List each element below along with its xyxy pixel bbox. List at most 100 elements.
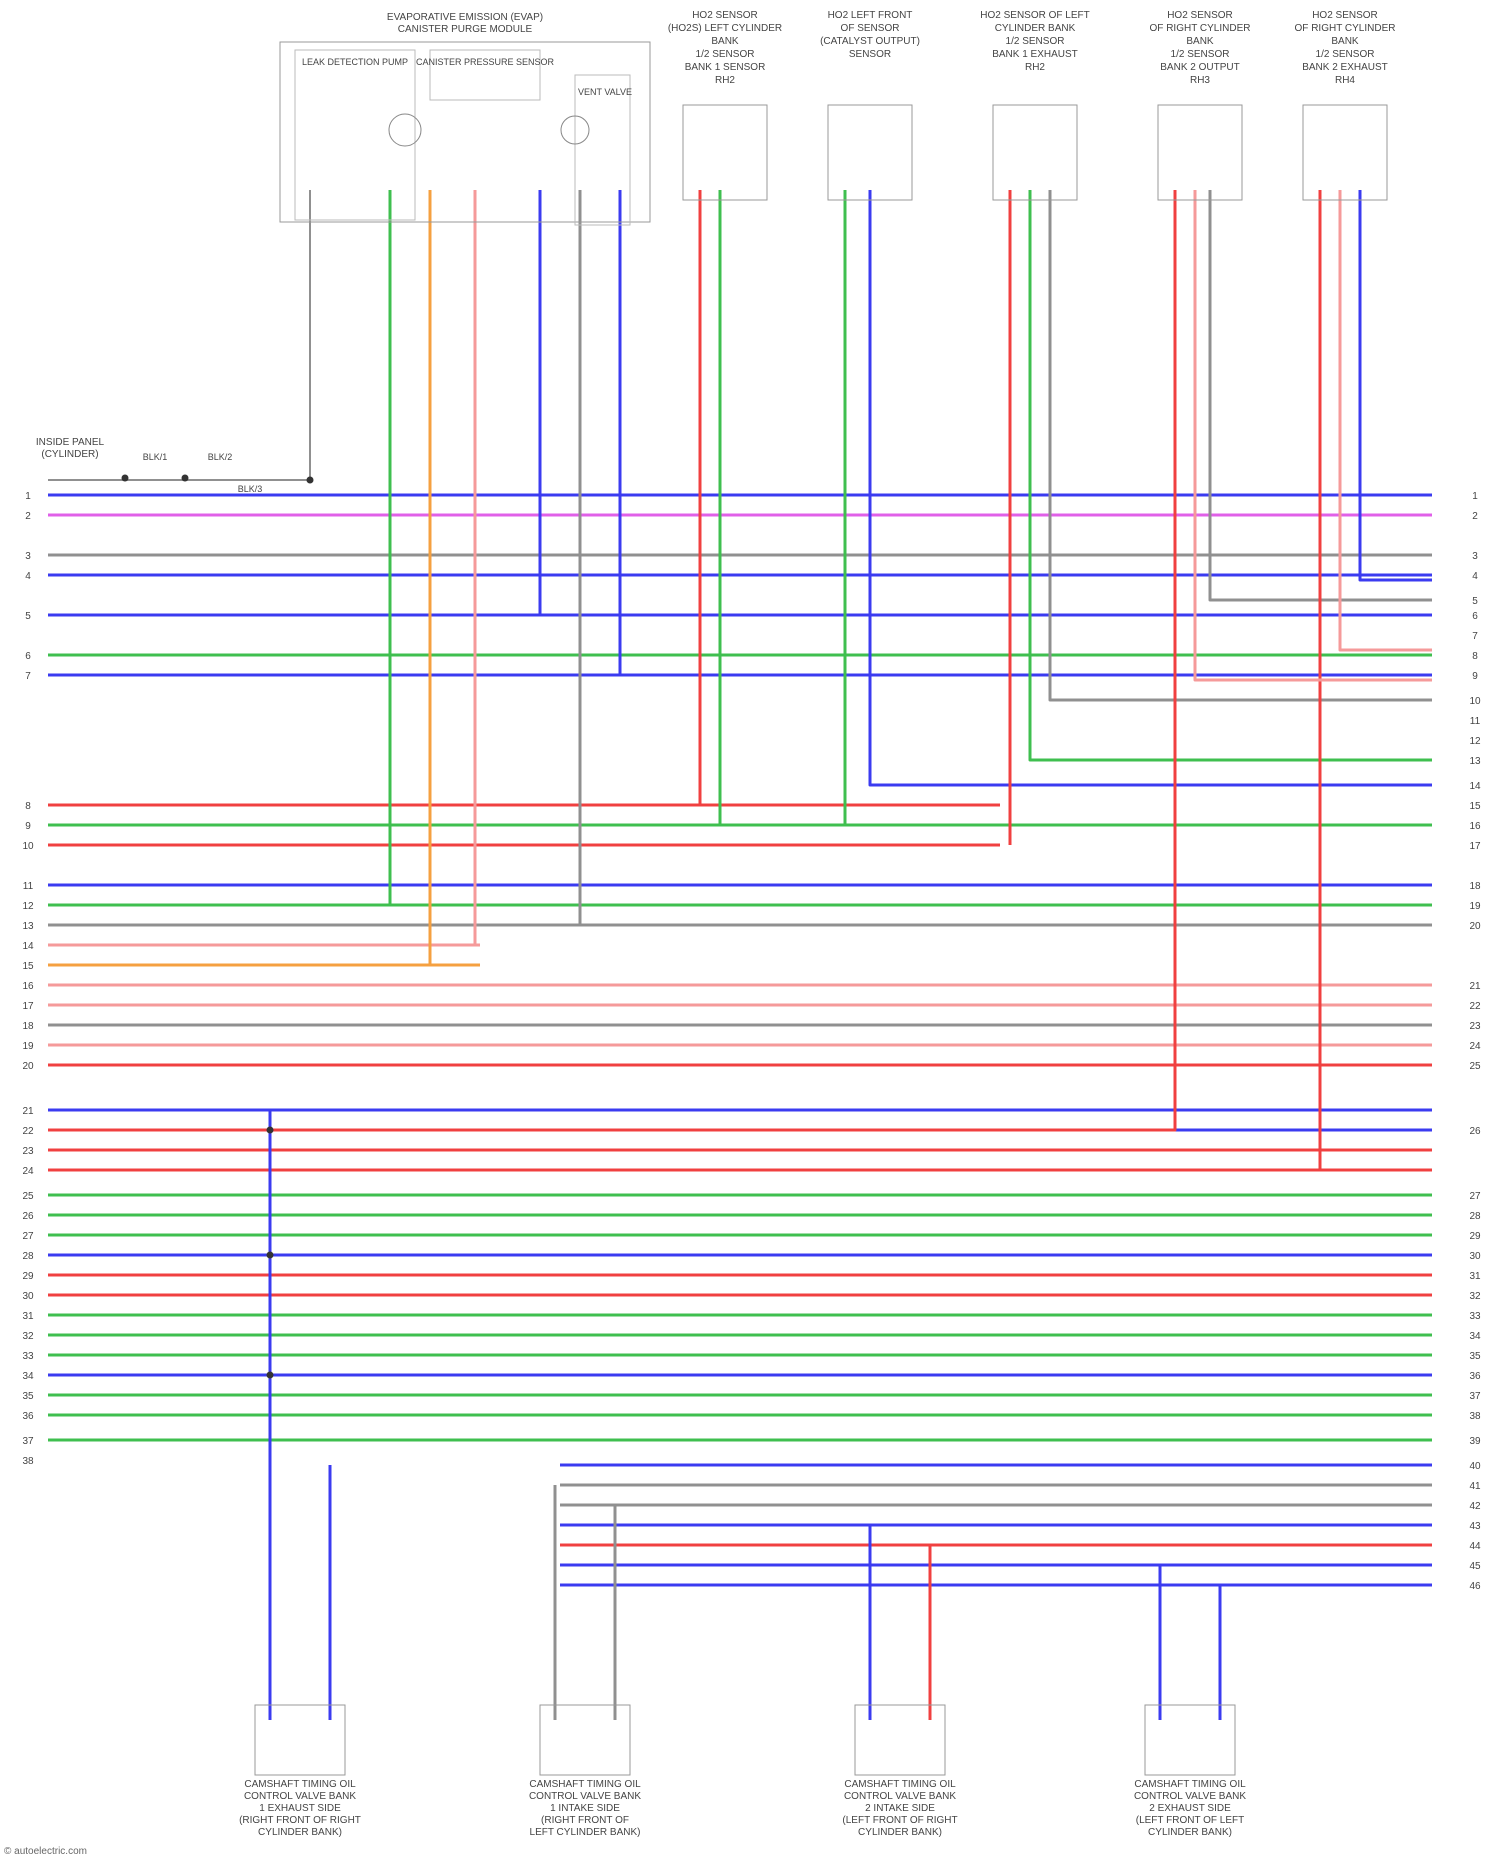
left-pin-number: 13 bbox=[22, 921, 34, 932]
right-pin-number: 10 bbox=[1469, 696, 1481, 707]
camshaft-valve-label: CONTROL VALVE BANK bbox=[1134, 1791, 1246, 1802]
camshaft-valve-label: (LEFT FRONT OF RIGHT bbox=[842, 1815, 957, 1826]
left-pin-number: 1 bbox=[25, 491, 31, 502]
ho2-sensor-2 bbox=[828, 105, 912, 200]
canister-pressure-sensor-label: CANISTER PRESSURE SENSOR bbox=[416, 57, 555, 67]
ho2-sensor-label: OF RIGHT CYLINDER bbox=[1295, 23, 1396, 34]
camshaft-valve-label: CYLINDER BANK) bbox=[858, 1827, 942, 1838]
camshaft-valve-label: CONTROL VALVE BANK bbox=[244, 1791, 356, 1802]
left-pin-number: 28 bbox=[22, 1251, 34, 1262]
ho2-sensor-label: (HO2S) LEFT CYLINDER bbox=[668, 23, 782, 34]
sensor-wire bbox=[1360, 190, 1432, 580]
ho2-sensor-label: RH2 bbox=[715, 75, 735, 86]
left-pin-number: 8 bbox=[25, 801, 31, 812]
ho2-sensor-label: HO2 LEFT FRONT bbox=[828, 10, 913, 21]
left-pin-number: 6 bbox=[25, 651, 31, 662]
ho2-sensor-label: RH2 bbox=[1025, 62, 1045, 73]
camshaft-valve-label: CONTROL VALVE BANK bbox=[844, 1791, 956, 1802]
leak-detection-pump-label: LEAK DETECTION PUMP bbox=[302, 57, 408, 67]
left-pin-number: 37 bbox=[22, 1436, 34, 1447]
left-pin-number: 27 bbox=[22, 1231, 34, 1242]
camshaft-valve-label: CYLINDER BANK) bbox=[1148, 1827, 1232, 1838]
left-pin-number: 24 bbox=[22, 1166, 34, 1177]
splice-dot bbox=[267, 1372, 274, 1379]
left-pin-number: 23 bbox=[22, 1146, 34, 1157]
right-pin-number: 16 bbox=[1469, 821, 1481, 832]
ground-label: INSIDE PANEL bbox=[36, 437, 105, 448]
ho2-sensor-label: RH3 bbox=[1190, 75, 1210, 86]
right-pin-number: 42 bbox=[1469, 1501, 1481, 1512]
left-pin-number: 21 bbox=[22, 1106, 34, 1117]
splice-dot bbox=[182, 475, 189, 482]
ho2-sensor-label: 1/2 SENSOR bbox=[1006, 36, 1065, 47]
ho2-sensor-label: CYLINDER BANK bbox=[995, 23, 1076, 34]
right-pin-number: 9 bbox=[1472, 671, 1478, 682]
ho2-sensor-label: HO2 SENSOR OF LEFT bbox=[980, 10, 1089, 21]
right-pin-number: 32 bbox=[1469, 1291, 1481, 1302]
right-pin-number: 33 bbox=[1469, 1311, 1481, 1322]
left-pin-number: 18 bbox=[22, 1021, 34, 1032]
ho2-sensor-label: BANK bbox=[1331, 36, 1359, 47]
left-pin-number: 32 bbox=[22, 1331, 34, 1342]
left-pin-number: 16 bbox=[22, 981, 34, 992]
vent-valve-label: VENT VALVE bbox=[578, 87, 632, 97]
camshaft-valve-label: CYLINDER BANK) bbox=[258, 1827, 342, 1838]
camshaft-valve-label: 2 EXHAUST SIDE bbox=[1149, 1803, 1231, 1814]
right-pin-number: 38 bbox=[1469, 1411, 1481, 1422]
right-pin-number: 21 bbox=[1469, 981, 1481, 992]
right-pin-number: 7 bbox=[1472, 631, 1478, 642]
ho2-sensor-label: BANK 2 EXHAUST bbox=[1302, 62, 1388, 73]
right-pin-number: 1 bbox=[1472, 491, 1478, 502]
right-pin-number: 41 bbox=[1469, 1481, 1481, 1492]
right-pin-number: 34 bbox=[1469, 1331, 1481, 1342]
left-pin-number: 17 bbox=[22, 1001, 34, 1012]
ho2-sensor-label: OF RIGHT CYLINDER bbox=[1150, 23, 1251, 34]
right-pin-number: 27 bbox=[1469, 1191, 1481, 1202]
left-pin-number: 7 bbox=[25, 671, 31, 682]
splice-dot bbox=[267, 1127, 274, 1134]
component-layer bbox=[122, 42, 1388, 1775]
credit-text: © autoelectric.com bbox=[4, 1846, 87, 1857]
ho2-sensor-label: BANK 1 EXHAUST bbox=[992, 49, 1078, 60]
right-pin-number: 44 bbox=[1469, 1541, 1481, 1552]
camshaft-valve-label: CAMSHAFT TIMING OIL bbox=[529, 1779, 641, 1790]
right-pin-number: 43 bbox=[1469, 1521, 1481, 1532]
right-pin-number: 45 bbox=[1469, 1561, 1481, 1572]
ho2-sensor-label: BANK bbox=[1186, 36, 1214, 47]
right-pin-number: 29 bbox=[1469, 1231, 1481, 1242]
left-pin-number: 35 bbox=[22, 1391, 34, 1402]
right-pin-number: 2 bbox=[1472, 511, 1478, 522]
right-pin-number: 23 bbox=[1469, 1021, 1481, 1032]
left-pin-number: 26 bbox=[22, 1211, 34, 1222]
left-pin-number: 10 bbox=[22, 841, 34, 852]
ho2-sensor-4 bbox=[1158, 105, 1242, 200]
right-pin-number: 20 bbox=[1469, 921, 1481, 932]
splice-dot bbox=[122, 475, 129, 482]
wire-layer bbox=[48, 190, 1432, 1720]
left-pin-number: 30 bbox=[22, 1291, 34, 1302]
right-pin-number: 25 bbox=[1469, 1061, 1481, 1072]
right-pin-number: 18 bbox=[1469, 881, 1481, 892]
left-pin-number: 4 bbox=[25, 571, 31, 582]
ho2-sensor-label: (CATALYST OUTPUT) bbox=[820, 36, 920, 47]
sensor-wire bbox=[1195, 190, 1432, 680]
right-pin-number: 11 bbox=[1470, 716, 1481, 727]
right-pin-number: 22 bbox=[1469, 1001, 1481, 1012]
camshaft-valve-label: 1 EXHAUST SIDE bbox=[259, 1803, 341, 1814]
ground-label: (CYLINDER) bbox=[41, 449, 98, 460]
right-pin-number: 26 bbox=[1469, 1126, 1481, 1137]
sensor-wire bbox=[1050, 190, 1432, 700]
splice-label: BLK/1 bbox=[143, 452, 168, 462]
right-pin-number: 12 bbox=[1469, 736, 1481, 747]
right-pin-number: 35 bbox=[1469, 1351, 1481, 1362]
sensor-wire bbox=[870, 190, 1432, 785]
ho2-sensor-5 bbox=[1303, 105, 1387, 200]
ho2-sensor-label: OF SENSOR bbox=[841, 23, 900, 34]
ho2-sensor-label: HO2 SENSOR bbox=[692, 10, 758, 21]
splice-label: BLK/3 bbox=[238, 484, 263, 494]
ho2-sensor-label: RH4 bbox=[1335, 75, 1355, 86]
evap-module-frame bbox=[280, 42, 650, 222]
left-pin-number: 14 bbox=[22, 941, 34, 952]
right-pin-number: 28 bbox=[1469, 1211, 1481, 1222]
